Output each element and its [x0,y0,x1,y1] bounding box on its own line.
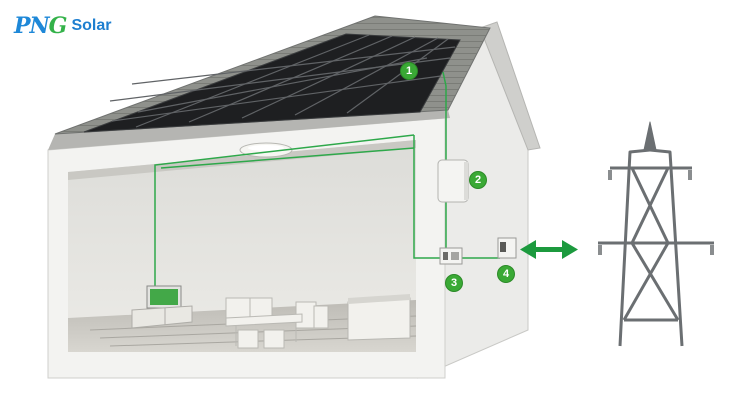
badge-number-3: 3 [450,277,458,289]
power-grid-pylon-icon [598,121,714,347]
badge-solar-panel: 1 [400,62,418,80]
tv-icon [146,285,182,309]
logo-name: Solar [71,17,112,34]
inverter-icon [437,159,469,203]
logo-mark-pn: PN [14,13,50,39]
badge-meter: 4 [497,265,515,283]
kitchen-counter-icon [347,294,411,341]
badge-number-1: 1 [405,65,413,77]
badge-distribution-box: 3 [445,274,463,292]
solar-panel-array-icon [83,33,461,133]
two-way-arrow-icon [520,240,578,259]
badge-number-4: 4 [502,268,510,280]
badge-number-2: 2 [474,174,482,186]
dining-table-icon [225,297,329,349]
pylon-insulators [598,170,714,255]
badge-inverter: 2 [469,171,487,189]
green-wiring [154,71,500,288]
logo: PNG Solar [14,12,111,40]
bidirectional-meter-icon [497,237,517,259]
distribution-box-icon [439,247,463,265]
logo-mark: PNG [14,13,68,39]
tv-cabinet [131,305,193,329]
logo-mark-g: G [48,13,68,39]
